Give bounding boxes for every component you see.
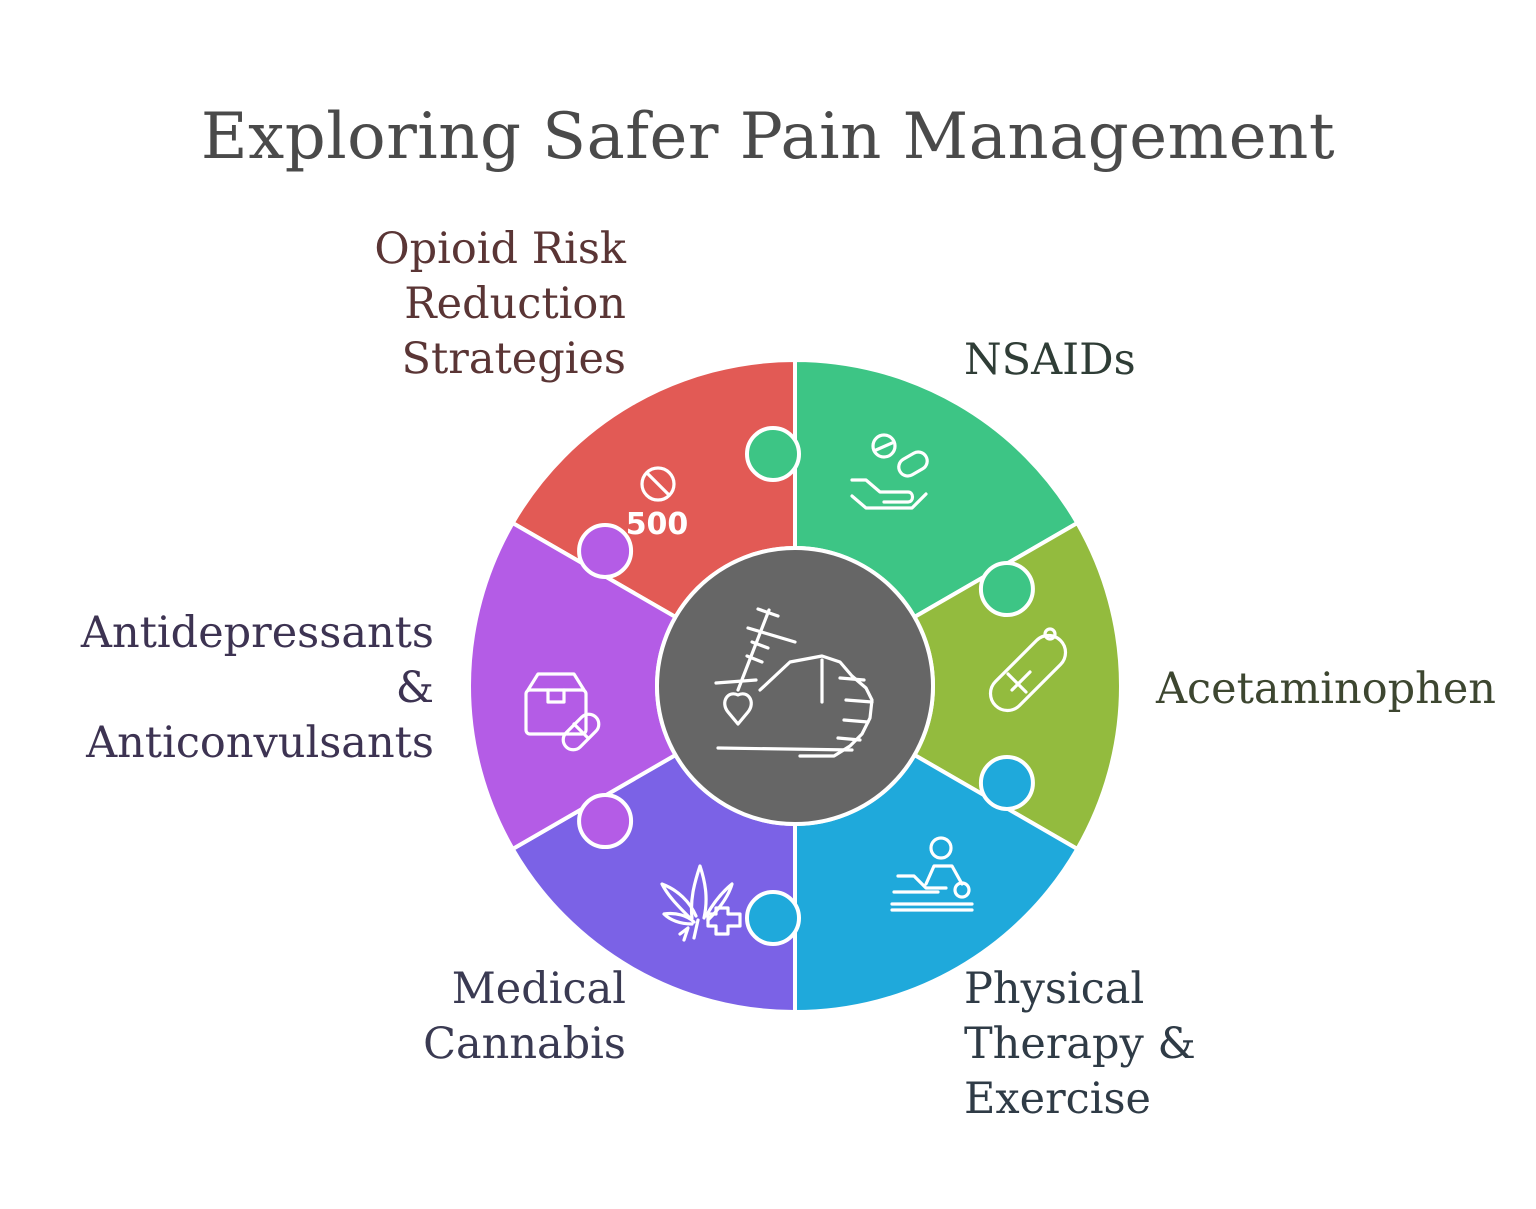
no-symbol-500-icon xyxy=(640,466,676,502)
center-hub xyxy=(655,546,935,826)
label-line: Medical xyxy=(451,964,626,1014)
puzzle-knob-fill xyxy=(749,430,797,478)
label-line: Anticonvulsants xyxy=(86,718,434,768)
label-line: Physical xyxy=(964,964,1145,1014)
massage-therapy-icon xyxy=(890,836,974,912)
label-line: Antidepressants xyxy=(80,608,434,658)
label-line: Cannabis xyxy=(423,1019,626,1069)
puzzle-knob-fill xyxy=(983,565,1031,613)
puzzle-knob-fill xyxy=(983,759,1031,807)
label-line: Exercise xyxy=(964,1074,1151,1124)
label-line: Acetaminophen xyxy=(1156,664,1496,714)
label-line: Strategies xyxy=(401,334,626,384)
label-line: Reduction xyxy=(404,279,626,329)
medicine-box-pill-icon xyxy=(524,672,601,752)
label-nsaids: NSAIDs xyxy=(964,333,1136,388)
cannabis-leaf-plus-icon xyxy=(660,864,742,942)
puzzle-knob-fill xyxy=(749,894,797,942)
pill-capsule-icon xyxy=(988,627,1068,713)
label-line: & xyxy=(395,663,434,713)
label-antidepressants-anticonvulsants: Antidepressants&Anticonvulsants xyxy=(81,606,434,771)
label-acetaminophen: Acetaminophen xyxy=(1156,662,1496,717)
hand-with-pills-icon xyxy=(850,433,929,510)
page-title: Exploring Safer Pain Management xyxy=(200,100,1336,174)
puzzle-knob-fill xyxy=(581,797,629,845)
label-line: Therapy & xyxy=(964,1019,1196,1069)
puzzle-knob-fill xyxy=(581,527,629,575)
segment-icon-text: 500 xyxy=(626,507,689,542)
fist-with-syringe-icon xyxy=(714,607,874,758)
label-line: Opioid Risk xyxy=(374,224,626,274)
label-line: NSAIDs xyxy=(964,335,1136,385)
